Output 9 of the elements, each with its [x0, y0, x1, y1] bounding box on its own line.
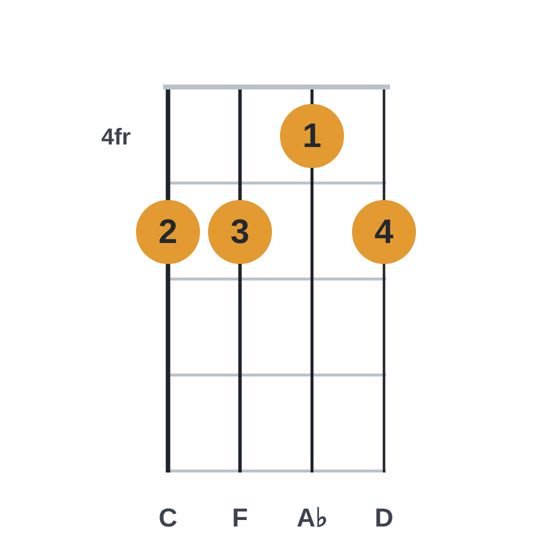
string-name: A♭	[296, 504, 328, 532]
string-name: C	[158, 504, 178, 532]
fret-number-label: 4fr	[101, 124, 131, 150]
finger-dot: 1	[280, 104, 344, 168]
finger-dot: 3	[208, 200, 272, 264]
finger-dot: 2	[136, 200, 200, 264]
string-name: F	[232, 504, 248, 532]
string-name: D	[374, 504, 394, 532]
finger-dot: 4	[352, 200, 416, 264]
